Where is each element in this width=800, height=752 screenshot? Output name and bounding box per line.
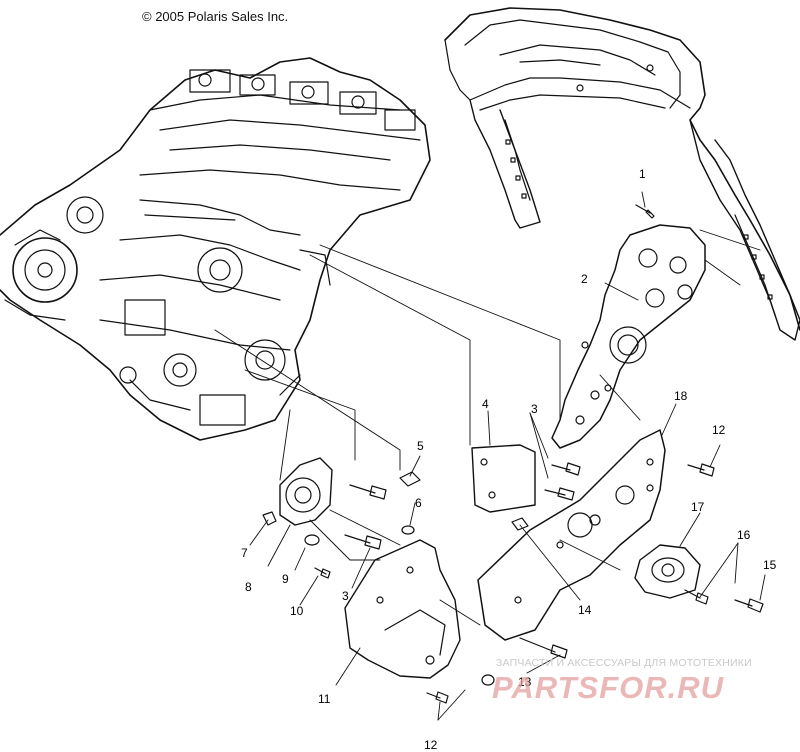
callout-11: 11 [318,692,331,706]
part-17-mount [634,544,701,599]
part-11-bracket [344,539,461,679]
callout-6: 6 [415,496,422,510]
part-18-plate [477,429,666,641]
callout-13: 13 [518,675,532,689]
watermark-logo: PARTSFOR.RU [492,670,725,705]
callout-17: 17 [691,500,705,514]
callout-15: 15 [763,558,777,572]
callout-14: 14 [578,603,592,617]
callout-16: 16 [737,528,751,542]
callout-9: 9 [282,572,289,586]
watermark-tagline: ЗАПЧАСТИ И АКСЕССУАРЫ ДЛЯ МОТОТЕХНИКИ [496,657,752,669]
frame-illustration [444,7,800,341]
callout-10: 10 [290,604,304,618]
fasteners [262,204,764,704]
engine-illustration [0,57,431,441]
part-8-mount [279,457,333,526]
callout-3-left: 3 [342,589,349,603]
copyright-notice: © 2005 Polaris Sales Inc. [142,9,289,24]
callout-5: 5 [417,439,424,453]
leader-lines [214,191,766,721]
callout-8: 8 [245,580,252,594]
callout-1: 1 [639,167,646,181]
callout-12-right: 12 [712,423,726,437]
part-4-bracket [471,444,536,513]
callout-7: 7 [241,546,248,560]
callout-12-bottom: 12 [424,738,438,752]
callout-2: 2 [581,272,588,286]
callout-3-top: 3 [531,402,538,416]
callout-4: 4 [482,397,489,411]
part-2-plate [551,224,706,449]
callout-18: 18 [674,389,688,403]
